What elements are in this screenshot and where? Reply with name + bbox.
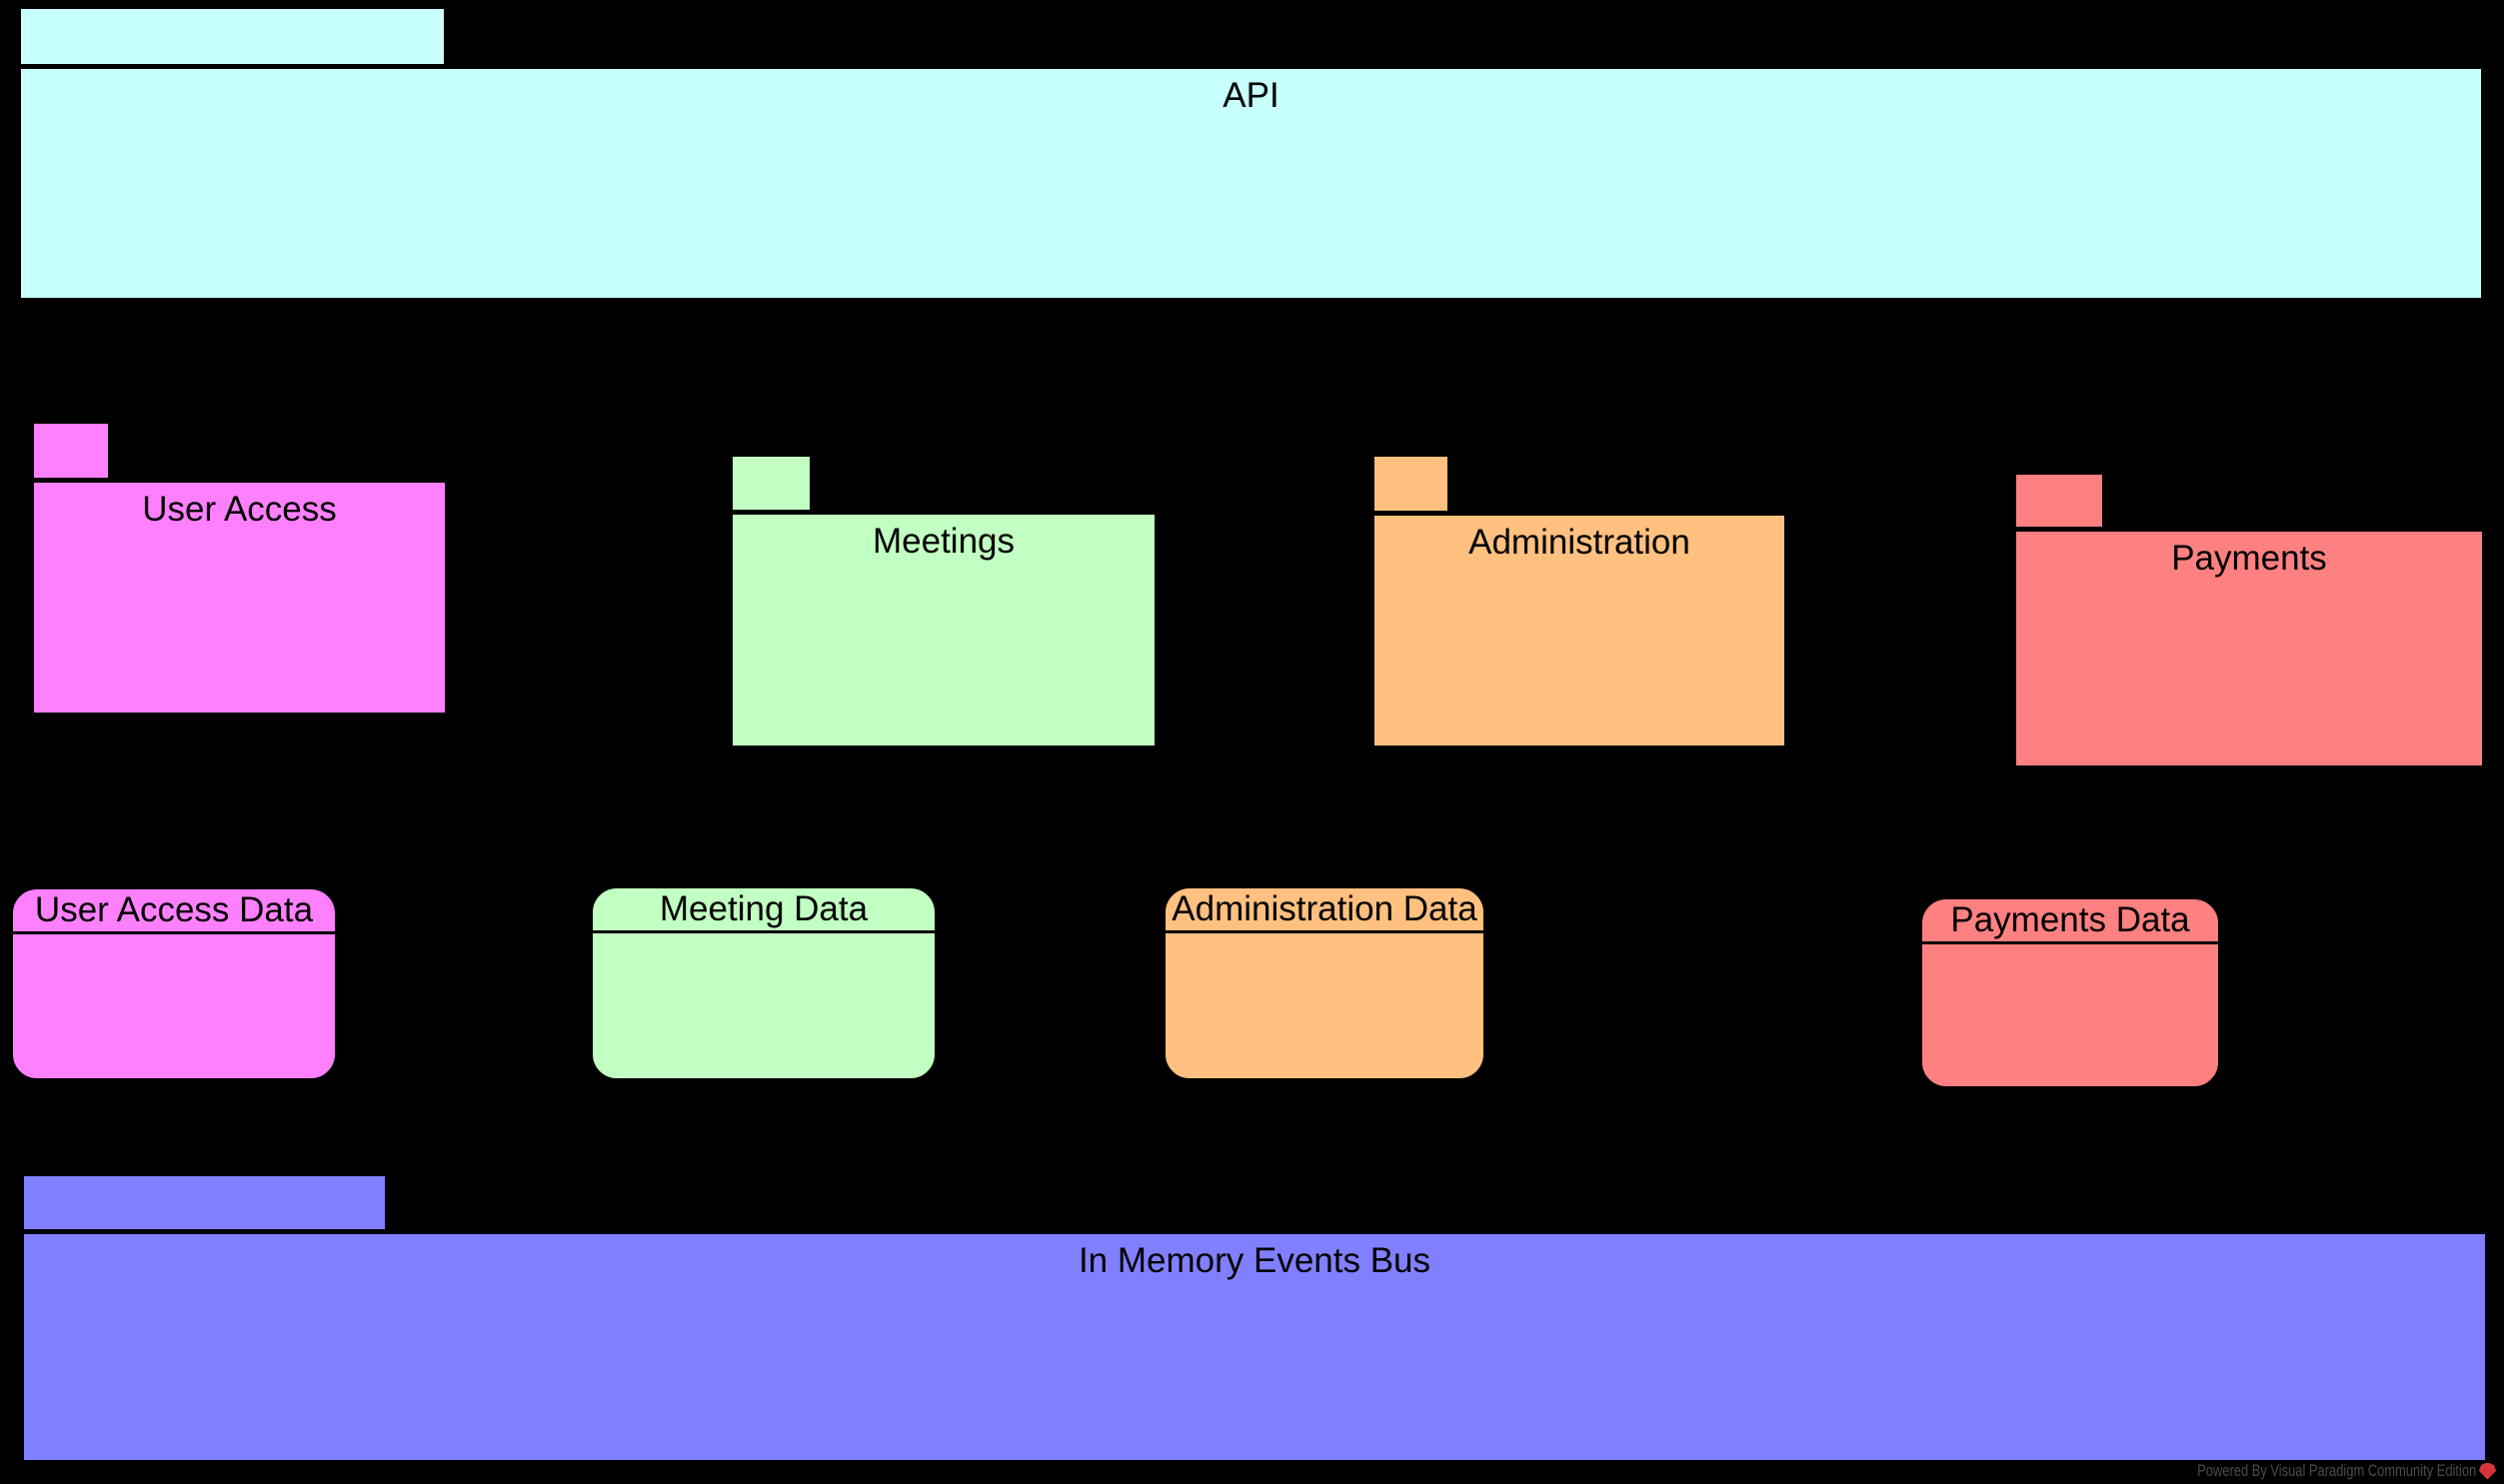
datastore-meeting-data[interactable]: Meeting Data: [590, 885, 938, 1081]
package-payments[interactable]: Payments: [2014, 527, 2484, 767]
datastore-payments-data-header: Payments Data: [1922, 899, 2218, 944]
package-administration-tab[interactable]: [1372, 455, 1449, 511]
datastore-user-access-data-header: User Access Data: [13, 889, 335, 934]
package-events-bus-label: In Memory Events Bus: [1078, 1241, 1431, 1280]
package-events-bus[interactable]: In Memory Events Bus: [22, 1229, 2487, 1462]
package-user-access-label: User Access: [142, 490, 337, 529]
package-meetings-label: Meetings: [872, 522, 1016, 561]
package-user-access-tab[interactable]: [32, 422, 110, 478]
package-meetings-tab[interactable]: [731, 455, 812, 510]
package-api[interactable]: API: [19, 64, 2483, 300]
datastore-payments-data-label: Payments Data: [1950, 899, 2190, 939]
package-administration-label: Administration: [1468, 523, 1690, 562]
package-payments-tab[interactable]: [2014, 473, 2104, 527]
package-payments-label: Payments: [2171, 539, 2327, 578]
datastore-payments-data[interactable]: Payments Data: [1919, 896, 2221, 1089]
package-api-label: API: [1223, 76, 1279, 115]
watermark: Powered By Visual Paradigm Community Edi…: [2109, 1461, 2496, 1481]
visual-paradigm-gem-icon: [2479, 1462, 2496, 1480]
package-events-bus-tab[interactable]: [22, 1174, 387, 1229]
package-meetings[interactable]: Meetings: [731, 510, 1157, 747]
package-administration[interactable]: Administration: [1372, 511, 1786, 747]
datastore-user-access-data-label: User Access Data: [34, 889, 314, 929]
watermark-text: Powered By Visual Paradigm Community Edi…: [2196, 1461, 2476, 1480]
package-user-access[interactable]: User Access: [32, 478, 447, 715]
datastore-administration-data[interactable]: Administration Data: [1163, 885, 1486, 1081]
package-api-tab[interactable]: [19, 7, 446, 64]
datastore-administration-data-header: Administration Data: [1166, 888, 1483, 933]
datastore-meeting-data-label: Meeting Data: [659, 888, 869, 928]
datastore-user-access-data[interactable]: User Access Data: [10, 886, 338, 1081]
datastore-meeting-data-header: Meeting Data: [593, 888, 935, 933]
datastore-administration-data-label: Administration Data: [1172, 888, 1477, 928]
